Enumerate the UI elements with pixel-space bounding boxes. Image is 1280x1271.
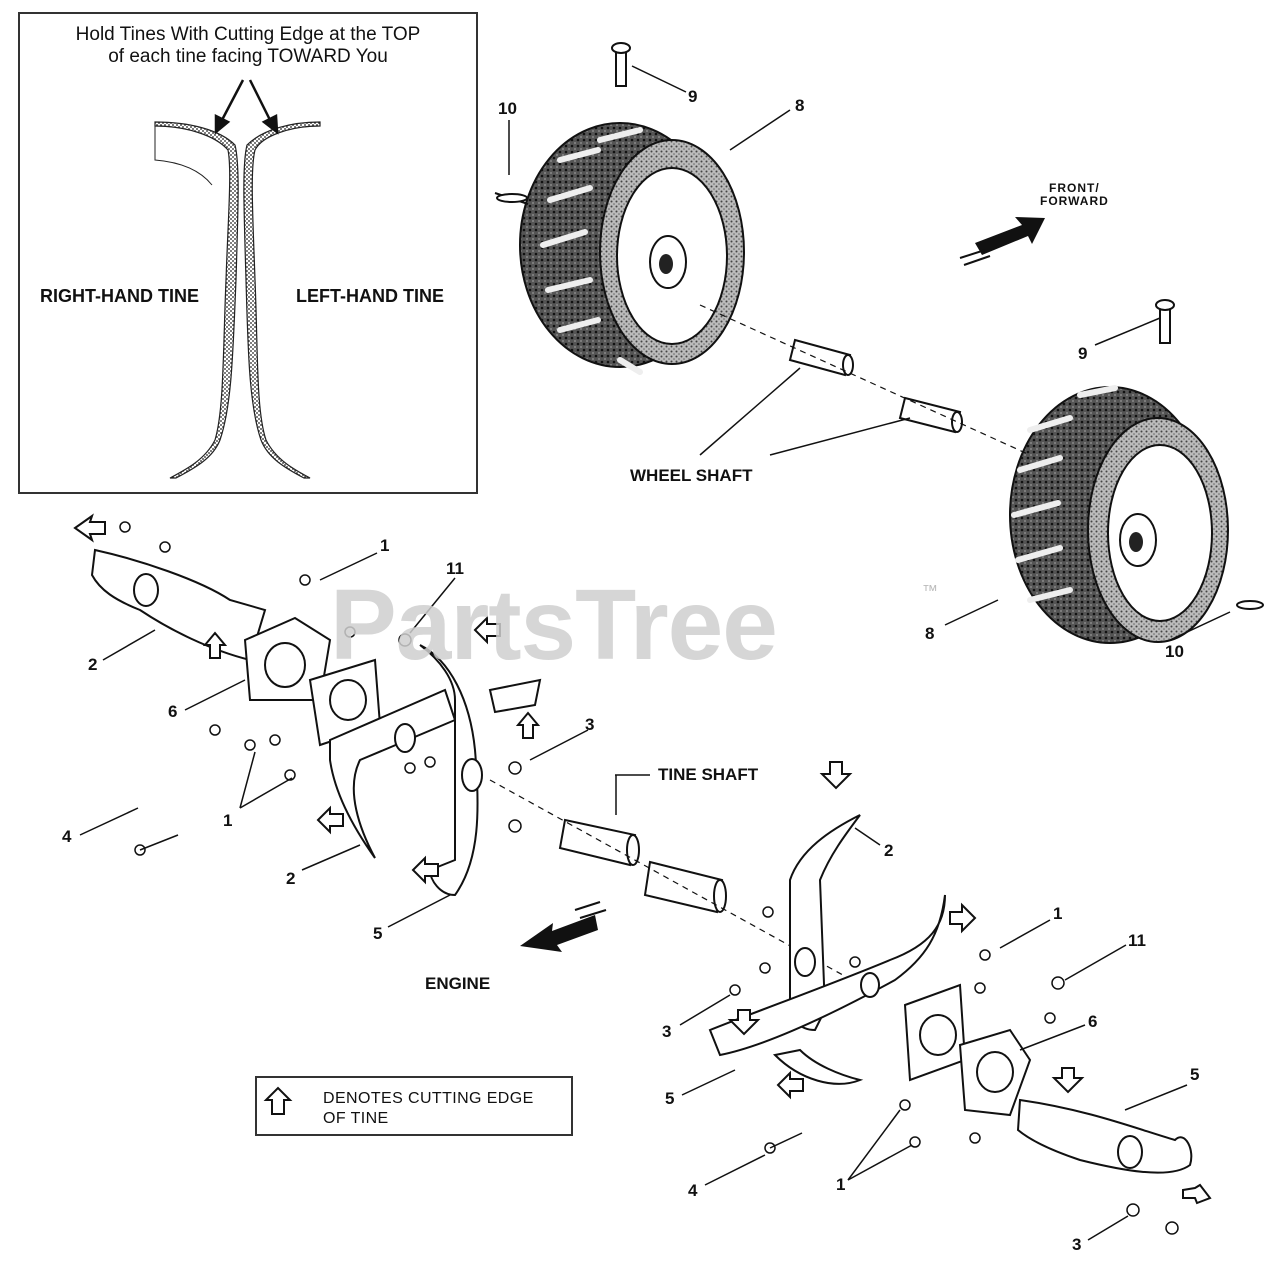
callout-10-lower: 10 [1165, 642, 1184, 661]
callout-leader-lines [79, 65, 1231, 1241]
left-hand-tine-label: LEFT-HAND TINE [296, 286, 444, 306]
right-hand-tine-label: RIGHT-HAND TINE [40, 286, 199, 306]
callout-4-left: 4 [62, 827, 72, 846]
legend-line1: DENOTES CUTTING EDGE [323, 1090, 534, 1107]
callout-3-left: 3 [585, 715, 595, 734]
callout-2-left-bottom: 2 [286, 869, 296, 888]
callout-1-left-bottom: 1 [223, 811, 233, 830]
callout-11-right: 11 [1128, 931, 1146, 950]
tine-orientation-inset: Hold Tines With Cutting Edge at the TOP … [18, 12, 478, 494]
callout-5-left: 5 [373, 924, 383, 943]
callout-9-upper: 9 [688, 87, 698, 106]
callout-4-right: 4 [688, 1181, 698, 1200]
callout-5-right: 5 [1190, 1065, 1200, 1084]
inset-title-line2: of each tine facing TOWARD You [108, 45, 388, 67]
left-cutting-edge-arrows [73, 513, 541, 885]
callout-8-upper: 8 [795, 96, 805, 115]
front-forward-line2: FORWARD [1040, 193, 1109, 208]
left-tine-assembly [90, 548, 542, 897]
callout-3-right-top: 3 [662, 1022, 672, 1041]
left-hand-tine-illustration [243, 121, 321, 479]
callout-10-upper: 10 [498, 99, 517, 118]
trademark-symbol: ™ [922, 583, 938, 600]
callout-1-left-top: 1 [380, 536, 390, 555]
right-bolts-and-nuts [729, 906, 1179, 1235]
callout-3-right-bottom: 3 [1072, 1235, 1082, 1254]
front-forward-line1: FRONT/ [1049, 181, 1100, 195]
callout-1-right-top: 1 [1053, 904, 1063, 923]
engine-label: ENGINE [425, 974, 491, 993]
parts-tree-watermark: PartsTree [330, 569, 778, 681]
right-cutting-edge-arrows [727, 761, 1212, 1205]
wheel-shaft-parts [699, 304, 1031, 456]
callout-6-left: 6 [168, 702, 178, 721]
inset-pointer-arrows [214, 79, 279, 135]
engine-direction-arrow-icon [520, 901, 607, 952]
cutting-edge-legend: DENOTES CUTTING EDGE OF TINE [255, 1076, 573, 1136]
callout-8-lower: 8 [925, 624, 935, 643]
cutting-edge-arrow-icon [263, 1086, 293, 1115]
front-forward-arrow-icon [959, 217, 1045, 266]
wheel-upper [519, 122, 745, 375]
right-hand-tine-illustration [154, 121, 239, 479]
wheel-lower [1009, 385, 1229, 644]
wheel-shaft-label: WHEEL SHAFT [630, 466, 753, 485]
callout-6-right: 6 [1088, 1012, 1098, 1031]
inset-title-line1: Hold Tines With Cutting Edge at the TOP [75, 24, 421, 45]
callout-11-left: 11 [446, 559, 464, 578]
tine-shaft-parts [489, 779, 871, 991]
front-forward-label: FRONT/ FORWARD [1040, 182, 1109, 207]
callout-2-left-top: 2 [88, 655, 98, 674]
legend-line2: OF TINE [323, 1110, 389, 1127]
right-tine-assembly [708, 814, 1193, 1174]
callout-9-lower: 9 [1078, 344, 1088, 363]
inset-title: Hold Tines With Cutting Edge at the TOP … [20, 24, 476, 68]
callout-1-right-bottom: 1 [836, 1175, 846, 1194]
wheel-pins-and-clips [494, 42, 1264, 610]
tine-shaft-label: TINE SHAFT [658, 765, 759, 784]
callout-2-right: 2 [884, 841, 894, 860]
legend-text: DENOTES CUTTING EDGE OF TINE [323, 1089, 534, 1129]
callout-5-center: 5 [665, 1089, 675, 1108]
